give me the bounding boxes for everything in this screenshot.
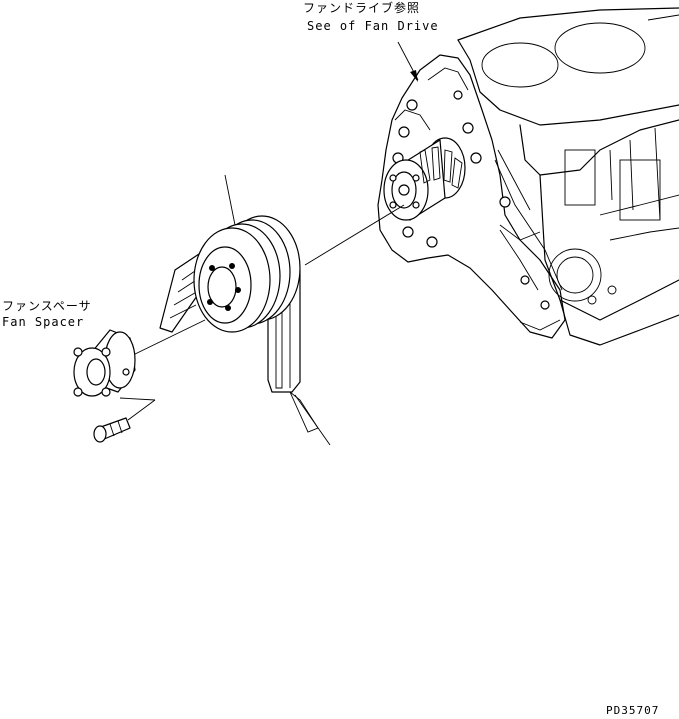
fan-spacer-label-jp: ファンスペーサ [2, 299, 92, 313]
fan-spacer-label-en: Fan Spacer [2, 315, 84, 329]
front-cover [377, 54, 566, 339]
fan-pulley [159, 215, 301, 393]
bolt [93, 417, 131, 443]
pulley-leader [224, 174, 236, 226]
fan-drive-label-jp: ファンドライブ参照 [303, 0, 420, 15]
fan-drive-arrowhead [410, 70, 418, 82]
drawing-number: PD35707 [606, 704, 659, 717]
spacer-centerline [132, 319, 206, 356]
bolt-leader-2 [119, 397, 156, 401]
fan-drive-label-en: See of Fan Drive [307, 19, 439, 33]
shaft-centerline [304, 204, 405, 266]
fan-spacer [73, 329, 136, 397]
fan-drive-hub [383, 137, 466, 221]
belt-tail [289, 391, 319, 433]
engine-block [457, 7, 679, 346]
bolt-leader [127, 399, 156, 421]
